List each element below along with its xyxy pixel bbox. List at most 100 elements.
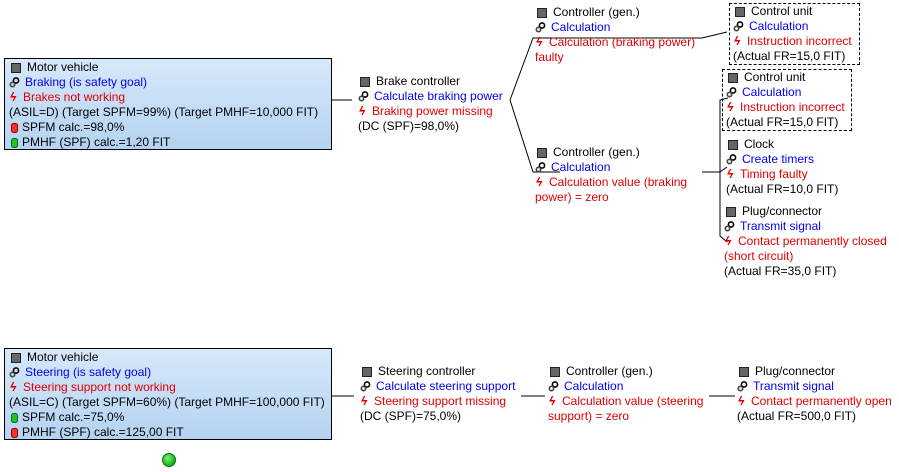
function-icon <box>548 381 559 392</box>
function-label: Calculation <box>564 379 624 393</box>
failure-label: Calculation value (braking power) = zero <box>535 175 688 204</box>
function-label: Transmit signal <box>740 219 821 233</box>
function-icon <box>9 367 20 378</box>
malfunction-icon: ϟ <box>10 90 17 104</box>
goal-targets-row: (ASIL=D) (Target SPFM=99%) (Target PMHF=… <box>9 105 326 120</box>
node-controller-a[interactable]: Controller (gen.) Calculation ϟ Calculat… <box>535 5 705 65</box>
structure-element-icon <box>550 366 560 377</box>
malfunction-icon: ϟ <box>536 175 543 189</box>
structure-element-icon <box>11 62 21 73</box>
traffic-light-icon <box>11 427 18 438</box>
structure-element-icon <box>728 72 738 83</box>
structure-element-icon <box>735 6 745 17</box>
traffic-light-icon <box>11 137 18 148</box>
node-brake-controller[interactable]: Brake controller Calculate braking power… <box>358 74 503 134</box>
failure-label: Calculation value (steering support) = z… <box>548 394 704 423</box>
element-label: Controller (gen.) <box>553 5 640 19</box>
malfunction-icon: ϟ <box>734 34 741 48</box>
note-label: (DC (SPF)=98,0%) <box>358 119 460 133</box>
function-icon <box>726 87 737 98</box>
function-icon <box>9 77 20 88</box>
element-label: Steering controller <box>378 364 476 378</box>
structure-element-icon <box>11 352 21 363</box>
function-label: Transmit signal <box>753 379 834 393</box>
failure-label: Contact permanently open <box>751 394 892 408</box>
goal-failure-row: ϟ Brakes not working <box>9 90 326 105</box>
function-icon <box>733 21 744 32</box>
element-label: Controller (gen.) <box>553 145 640 159</box>
failure-label: Timing faulty <box>740 167 808 181</box>
safety-goal-braking[interactable]: Motor vehicle Braking (is safety goal) ϟ… <box>4 58 332 150</box>
node-plug-connector-1[interactable]: Plug/connector Transmit signal ϟ Contact… <box>724 204 896 279</box>
structure-element-icon <box>537 147 547 158</box>
goal-failure-label: Brakes not working <box>23 90 126 104</box>
goal-pmhf-row: PMHF (SPF) calc.=1,20 FIT <box>9 135 326 150</box>
safety-goal-steering[interactable]: Motor vehicle Steering (is safety goal) … <box>4 348 332 440</box>
node-controller-b[interactable]: Controller (gen.) Calculation ϟ Calculat… <box>535 145 705 205</box>
goal-failure-label: Steering support not working <box>23 380 176 394</box>
function-label: Calculation <box>551 20 611 34</box>
function-label: Calculation <box>551 160 611 174</box>
function-icon <box>724 221 735 232</box>
malfunction-icon: ϟ <box>536 35 543 49</box>
note-label: (Actual FR=10,0 FIT) <box>726 182 839 196</box>
element-label: Controller (gen.) <box>566 364 653 378</box>
goal-function-row: Braking (is safety goal) <box>9 75 326 90</box>
malfunction-icon: ϟ <box>359 104 366 118</box>
goal-spfm-row: SPFM calc.=98,0% <box>9 120 326 135</box>
function-icon <box>360 381 371 392</box>
structure-element-icon <box>537 7 547 18</box>
failure-label: Steering support missing <box>374 394 507 408</box>
structure-element-icon <box>739 366 749 377</box>
element-label: Plug/connector <box>755 364 836 378</box>
structure-element-icon <box>728 139 738 150</box>
goal-function-label: Steering (is safety goal) <box>25 365 152 379</box>
failure-label: Instruction incorrect <box>747 34 852 48</box>
node-plug-connector-2[interactable]: Plug/connector Transmit signal ϟ Contact … <box>737 364 892 424</box>
node-control-unit-a[interactable]: Control unit Calculation ϟ Instruction in… <box>729 3 860 65</box>
element-label: Control unit <box>751 4 813 18</box>
malfunction-icon: ϟ <box>10 380 17 394</box>
failure-label: Instruction incorrect <box>740 100 845 114</box>
function-label: Create timers <box>742 152 815 166</box>
failure-label: Contact permanently closed (short circui… <box>724 234 887 263</box>
status-dot-icon[interactable] <box>162 453 176 467</box>
element-label: Brake controller <box>376 74 461 88</box>
traffic-light-icon <box>11 412 18 423</box>
function-label: Calculate steering support <box>376 379 516 393</box>
function-icon <box>726 154 737 165</box>
malfunction-icon: ϟ <box>727 167 734 181</box>
goal-spfm-label: SPFM calc.=98,0% <box>22 120 125 134</box>
node-control-unit-b[interactable]: Control unit Calculation ϟ Instruction in… <box>722 69 852 131</box>
goal-targets-label: (ASIL=D) (Target SPFM=99%) (Target PMHF=… <box>9 105 319 119</box>
malfunction-icon: ϟ <box>738 394 745 408</box>
malfunction-icon: ϟ <box>361 394 368 408</box>
function-label: Calculation <box>749 19 809 33</box>
goal-element-label: Motor vehicle <box>27 350 99 364</box>
structure-element-icon <box>360 76 370 87</box>
element-label: Control unit <box>744 70 806 84</box>
note-label: (Actual FR=15,0 FIT) <box>726 115 839 129</box>
element-label: Plug/connector <box>742 204 823 218</box>
goal-element-row: Motor vehicle <box>9 60 326 75</box>
structure-element-icon <box>726 206 736 217</box>
malfunction-icon: ϟ <box>725 234 732 248</box>
node-steering-controller[interactable]: Steering controller Calculate steering s… <box>360 364 515 424</box>
function-icon <box>737 381 748 392</box>
node-controller-steering[interactable]: Controller (gen.) Calculation ϟ Calculat… <box>548 364 710 424</box>
function-icon <box>535 162 546 173</box>
note-label: (DC (SPF)=75,0%) <box>360 409 462 423</box>
goal-pmhf-label: PMHF (SPF) calc.=1,20 FIT <box>22 135 171 149</box>
function-icon <box>358 91 369 102</box>
malfunction-icon: ϟ <box>727 100 734 114</box>
goal-pmhf-label: PMHF (SPF) calc.=125,00 FIT <box>22 425 184 439</box>
function-label: Calculation <box>742 85 802 99</box>
goal-element-label: Motor vehicle <box>27 60 99 74</box>
note-label: (Actual FR=35,0 FIT) <box>724 264 837 278</box>
traffic-light-icon <box>11 122 18 133</box>
failure-label: Calculation (braking power) faulty <box>535 35 696 64</box>
failure-label: Braking power missing <box>372 104 493 118</box>
goal-function-label: Braking (is safety goal) <box>25 75 148 89</box>
